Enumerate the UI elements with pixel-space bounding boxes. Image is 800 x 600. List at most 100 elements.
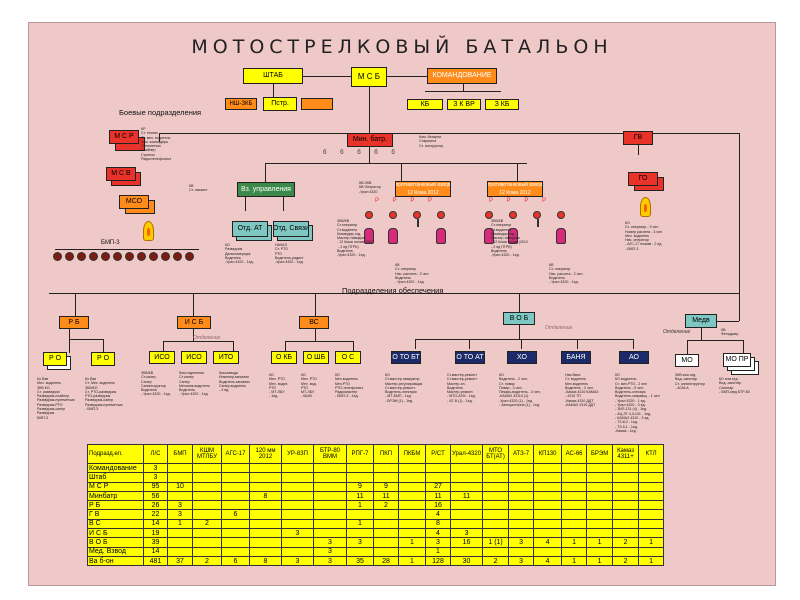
- med-box: Медв: [685, 314, 717, 328]
- table-cell: 3: [282, 529, 314, 538]
- table-cell: [613, 464, 639, 473]
- table-cell: [562, 473, 587, 482]
- rb-box: Р Б: [59, 316, 89, 329]
- table-cell: 8: [250, 491, 282, 500]
- table-header-cell: КШМ МТЛБУ: [193, 445, 222, 464]
- table-cell: [587, 464, 613, 473]
- table-row: В О Б393313161 (1)341121: [88, 538, 664, 547]
- mo-box: МО: [675, 354, 699, 367]
- table-cell: [250, 473, 282, 482]
- table-cell: [639, 473, 664, 482]
- table-cell: 26: [144, 501, 168, 510]
- table-cell: [562, 510, 587, 519]
- table-cell: 1 (1): [483, 538, 509, 547]
- table-cell: [347, 547, 374, 556]
- shtab-box: ШТАБ: [243, 68, 303, 84]
- banya-box: БАНЯ: [561, 351, 591, 364]
- table-cell: 2: [613, 538, 639, 547]
- table-cell: 1: [168, 519, 193, 528]
- table-header-cell: АС-66: [562, 445, 587, 464]
- table-cell: [562, 547, 587, 556]
- table-header-cell: АТЗ-7: [509, 445, 534, 464]
- table-cell: 56: [144, 491, 168, 500]
- table-cell: 14: [144, 547, 168, 556]
- table-cell: [483, 464, 509, 473]
- row-label: Командование: [88, 464, 144, 473]
- ito-box: ИТО: [213, 351, 239, 364]
- table-cell: [483, 547, 509, 556]
- table-cell: [613, 473, 639, 482]
- table-cell: 2: [193, 556, 222, 565]
- zu-notes: КВ Ст. связист: [189, 184, 208, 193]
- table-cell: [509, 482, 534, 491]
- table-cell: [399, 519, 426, 528]
- table-cell: [374, 464, 399, 473]
- table-header-cell: БМП: [168, 445, 193, 464]
- table-cell: 1: [399, 556, 426, 565]
- table-cell: [193, 501, 222, 510]
- minbat-notes: Ком. батареи Старшина Ст. инструктор: [419, 135, 443, 148]
- table-cell: 11: [451, 491, 483, 500]
- oat-notes: Ст.мастер-ремонт Ст.мастер-ремонт Мастер…: [447, 373, 477, 403]
- table-cell: [250, 501, 282, 510]
- table-cell: [587, 473, 613, 482]
- otd1-label: Отделение: [193, 335, 220, 341]
- table-cell: [282, 491, 314, 500]
- table-header-row: Подразд.ел.Л/СБМПКШМ МТЛБУАГС-17120 мм 2…: [88, 445, 664, 464]
- table-cell: [168, 473, 193, 482]
- table-cell: 35: [347, 556, 374, 565]
- table-cell: [587, 547, 613, 556]
- table-header-cell: БРЭМ: [587, 445, 613, 464]
- table-cell: [374, 473, 399, 482]
- ro1-box: Р О: [43, 352, 67, 366]
- table-cell: [222, 529, 250, 538]
- table-cell: [282, 510, 314, 519]
- table-cell: 3: [426, 538, 451, 547]
- table-cell: [314, 464, 347, 473]
- table-cell: 2: [193, 519, 222, 528]
- flame-icon: [143, 221, 154, 241]
- table-row: Командование3: [88, 464, 664, 473]
- ao-notes: КО КО-водитель Ст. мех.РТО - 2 чел Водит…: [615, 373, 660, 433]
- table-cell: 27: [426, 482, 451, 491]
- table-cell: [451, 501, 483, 510]
- table-cell: 1: [399, 538, 426, 547]
- table-cell: 8: [250, 556, 282, 565]
- mines-label: б б б б б: [323, 150, 401, 156]
- table-cell: [613, 547, 639, 556]
- table-header-cell: КП130: [534, 445, 562, 464]
- table-cell: 1: [347, 519, 374, 528]
- bmp-label: БМП-3: [101, 240, 120, 246]
- sv-notes: НАЧАЛ Ст. РТО РТО Водитель-радист -Урал …: [275, 243, 304, 264]
- os-notes: КО Мех.водитель Мех.РТО РТО-телефонист Р…: [335, 373, 363, 399]
- table-cell: [347, 464, 374, 473]
- table-cell: [534, 510, 562, 519]
- table-cell: [399, 501, 426, 510]
- atgm2-notes: ЗКВ/КВ Ст.оператор Ст.водитель Командир …: [491, 219, 528, 258]
- table-cell: [168, 529, 193, 538]
- table-cell: [534, 529, 562, 538]
- table-header-cell: РПГ-7: [347, 445, 374, 464]
- table-cell: [483, 519, 509, 528]
- table-cell: 3: [509, 556, 534, 565]
- table-cell: [587, 482, 613, 491]
- wheel-icon: [185, 252, 194, 261]
- atgm1-notes: ЗКВ/КВ Ст.оператор Ст.водитель Командир …: [337, 219, 374, 258]
- row-label: Ва б-он: [88, 556, 144, 565]
- ovs-box: О КБ: [271, 351, 297, 364]
- table-cell: [314, 529, 347, 538]
- iso-notes: ЗКВ/КВ Ст.сапер Сапер Санинструктор Води…: [141, 371, 171, 397]
- table-cell: [282, 464, 314, 473]
- row-label: В О Б: [88, 538, 144, 547]
- table-cell: [562, 529, 587, 538]
- combat-heading: Боевые подразделения: [119, 108, 201, 117]
- table-cell: [250, 510, 282, 519]
- table-header-cell: АГС-17: [222, 445, 250, 464]
- table-cell: [534, 491, 562, 500]
- table-cell: [222, 482, 250, 491]
- table-cell: [451, 464, 483, 473]
- table-row: Минбатр56811111111: [88, 491, 664, 500]
